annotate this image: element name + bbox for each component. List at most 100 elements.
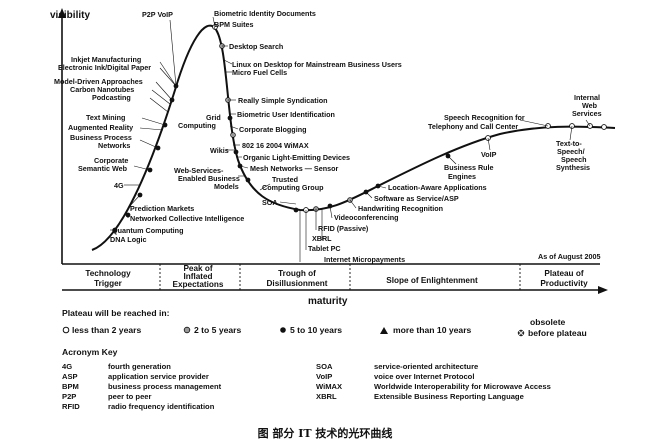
svg-text:Peak of: Peak of: [183, 264, 212, 273]
svg-text:Productivity: Productivity: [540, 279, 588, 288]
tech-label: Really Simple Syndication: [238, 96, 327, 105]
svg-text:Expectations: Expectations: [173, 280, 224, 289]
acronym-abbr: SOA: [316, 362, 333, 371]
tech-label: Computing Group: [262, 183, 324, 192]
acronym-meaning: application service provider: [108, 372, 209, 381]
tech-label: Prediction Markets: [130, 204, 194, 213]
tech-label: P2P VoIP: [142, 10, 173, 19]
marker: [245, 177, 251, 183]
acronym-abbr: RFID: [62, 402, 80, 411]
tech-label: XBRL: [312, 234, 332, 243]
legend-open-circle-symbol: [62, 326, 70, 334]
tech-label: Text Mining: [86, 113, 125, 122]
marker: [233, 149, 239, 155]
phase-plateau-of-productivity: Plateau of Productivity: [540, 269, 588, 288]
tech-label: Grid: [206, 113, 221, 122]
tech-label: Business Rule: [444, 163, 494, 172]
tech-label: Electronic Ink/Digital Paper: [58, 63, 151, 72]
tech-label: DNA Logic: [110, 235, 146, 244]
acronym-abbr: P2P: [62, 392, 76, 401]
legend-title: Plateau will be reached in:: [62, 308, 170, 318]
svg-text:Technology: Technology: [85, 269, 131, 278]
tech-label: BPM Suites: [214, 20, 254, 29]
tech-label: Inkjet Manufacturing: [71, 55, 141, 64]
tech-label: Software as Service/ASP: [374, 194, 459, 203]
tech-label: Synthesis: [556, 163, 590, 172]
tech-label: Speech Recognition for: [444, 113, 525, 122]
tech-label: Networked Collective Intelligence: [130, 214, 244, 223]
tech-label: Quantum Computing: [112, 226, 183, 235]
x-axis-label: maturity: [308, 296, 348, 307]
acronym-meaning: Extensible Business Reporting Language: [374, 392, 524, 401]
tech-label: Biometric User Identification: [237, 110, 335, 119]
acronym-key-title: Acronym Key: [62, 347, 118, 357]
tech-label: Networks: [98, 141, 130, 150]
legend-item-label: more than 10 years: [393, 325, 472, 335]
legend-grey-circle-symbol: [183, 326, 191, 334]
tech-label: 4G: [114, 181, 124, 190]
tech-label: Corporate: [94, 156, 128, 165]
acronym-abbr: XBRL: [316, 392, 337, 401]
marker: [227, 115, 233, 121]
tech-label: Desktop Search: [229, 42, 283, 51]
acronym-meaning: service-oriented architecture: [374, 362, 478, 371]
legend-black-circle-symbol: [280, 327, 286, 333]
svg-text:Trough of: Trough of: [278, 269, 316, 278]
svg-text:Trigger: Trigger: [94, 279, 123, 288]
tech-label: Mesh Networks — Sensor: [250, 164, 338, 173]
phase-technology-trigger: Technology Trigger: [85, 269, 131, 288]
tech-label: Tablet PC: [308, 244, 341, 253]
svg-text:Inflated: Inflated: [183, 272, 212, 281]
tech-label: Speech: [561, 155, 587, 164]
tech-label: Enabled Business: [178, 174, 240, 183]
y-axis-arrow: [58, 8, 66, 18]
tech-label: Semantic Web: [78, 164, 128, 173]
phase-trough-of-disillusionment: Trough of Disillusionment: [267, 269, 328, 288]
acronym-abbr: VoIP: [316, 372, 332, 381]
tech-label: RFID (Passive): [318, 224, 369, 233]
legend-crossed-circle-symbol: [517, 329, 525, 337]
technology-labels: P2P VoIP Biometric Identity Documents BP…: [54, 9, 602, 264]
tech-label: Internet Micropayments: [324, 255, 405, 264]
as-of-label: As of August 2005: [538, 252, 600, 261]
tech-label: Micro Fuel Cells: [232, 68, 287, 77]
tech-label: Videoconferencing: [334, 213, 399, 222]
tech-label: Handwriting Recognition: [358, 204, 443, 213]
acronym-abbr: ASP: [62, 372, 78, 381]
tech-label: Trusted: [272, 175, 298, 184]
tech-label: SOA: [262, 198, 278, 207]
marker: [230, 132, 236, 138]
tech-label: Web-Services-: [174, 166, 224, 175]
tech-label: Speech/: [557, 147, 585, 156]
svg-text:Plateau of: Plateau of: [544, 269, 583, 278]
tech-label: VoIP: [481, 150, 497, 159]
acronym-abbr: WiMAX: [316, 382, 342, 391]
tech-label: Computing: [178, 121, 216, 130]
acronym-abbr: BPM: [62, 382, 79, 391]
legend: Plateau will be reached in: less than 2 …: [62, 308, 587, 338]
legend-item-label: obsolete: [530, 317, 566, 327]
svg-text:Slope of Enlightenment: Slope of Enlightenment: [386, 276, 478, 285]
tech-label: Wikis: [210, 146, 229, 155]
tech-label: Location-Aware Applications: [388, 183, 487, 192]
marker: [601, 124, 607, 130]
legend-item-label: before plateau: [528, 328, 587, 338]
tech-label: Augmented Reality: [68, 123, 133, 132]
tech-label: Biometric Identity Documents: [214, 9, 316, 18]
marker: [293, 207, 299, 213]
tech-label: Web: [582, 101, 598, 110]
leader-lines: [107, 16, 591, 262]
svg-text:Disillusionment: Disillusionment: [267, 279, 328, 288]
tech-label: Services: [572, 109, 602, 118]
legend-item-label: 5 to 10 years: [290, 325, 342, 335]
hype-curve: [91, 24, 616, 251]
acronym-meaning: Worldwide Interoperability for Microwave…: [374, 382, 551, 391]
tech-label: Organic Light-Emitting Devices: [243, 153, 350, 162]
acronym-meaning: voice over Internet Protocol: [374, 372, 474, 381]
tech-label: Model-Driven Approaches: [54, 77, 143, 86]
legend-item-label: less than 2 years: [72, 325, 141, 335]
acronym-meaning: peer to peer: [108, 392, 152, 401]
phase-peak-of-inflated-expectations: Peak of Inflated Expectations: [173, 264, 224, 289]
acronym-abbr: 4G: [62, 362, 72, 371]
